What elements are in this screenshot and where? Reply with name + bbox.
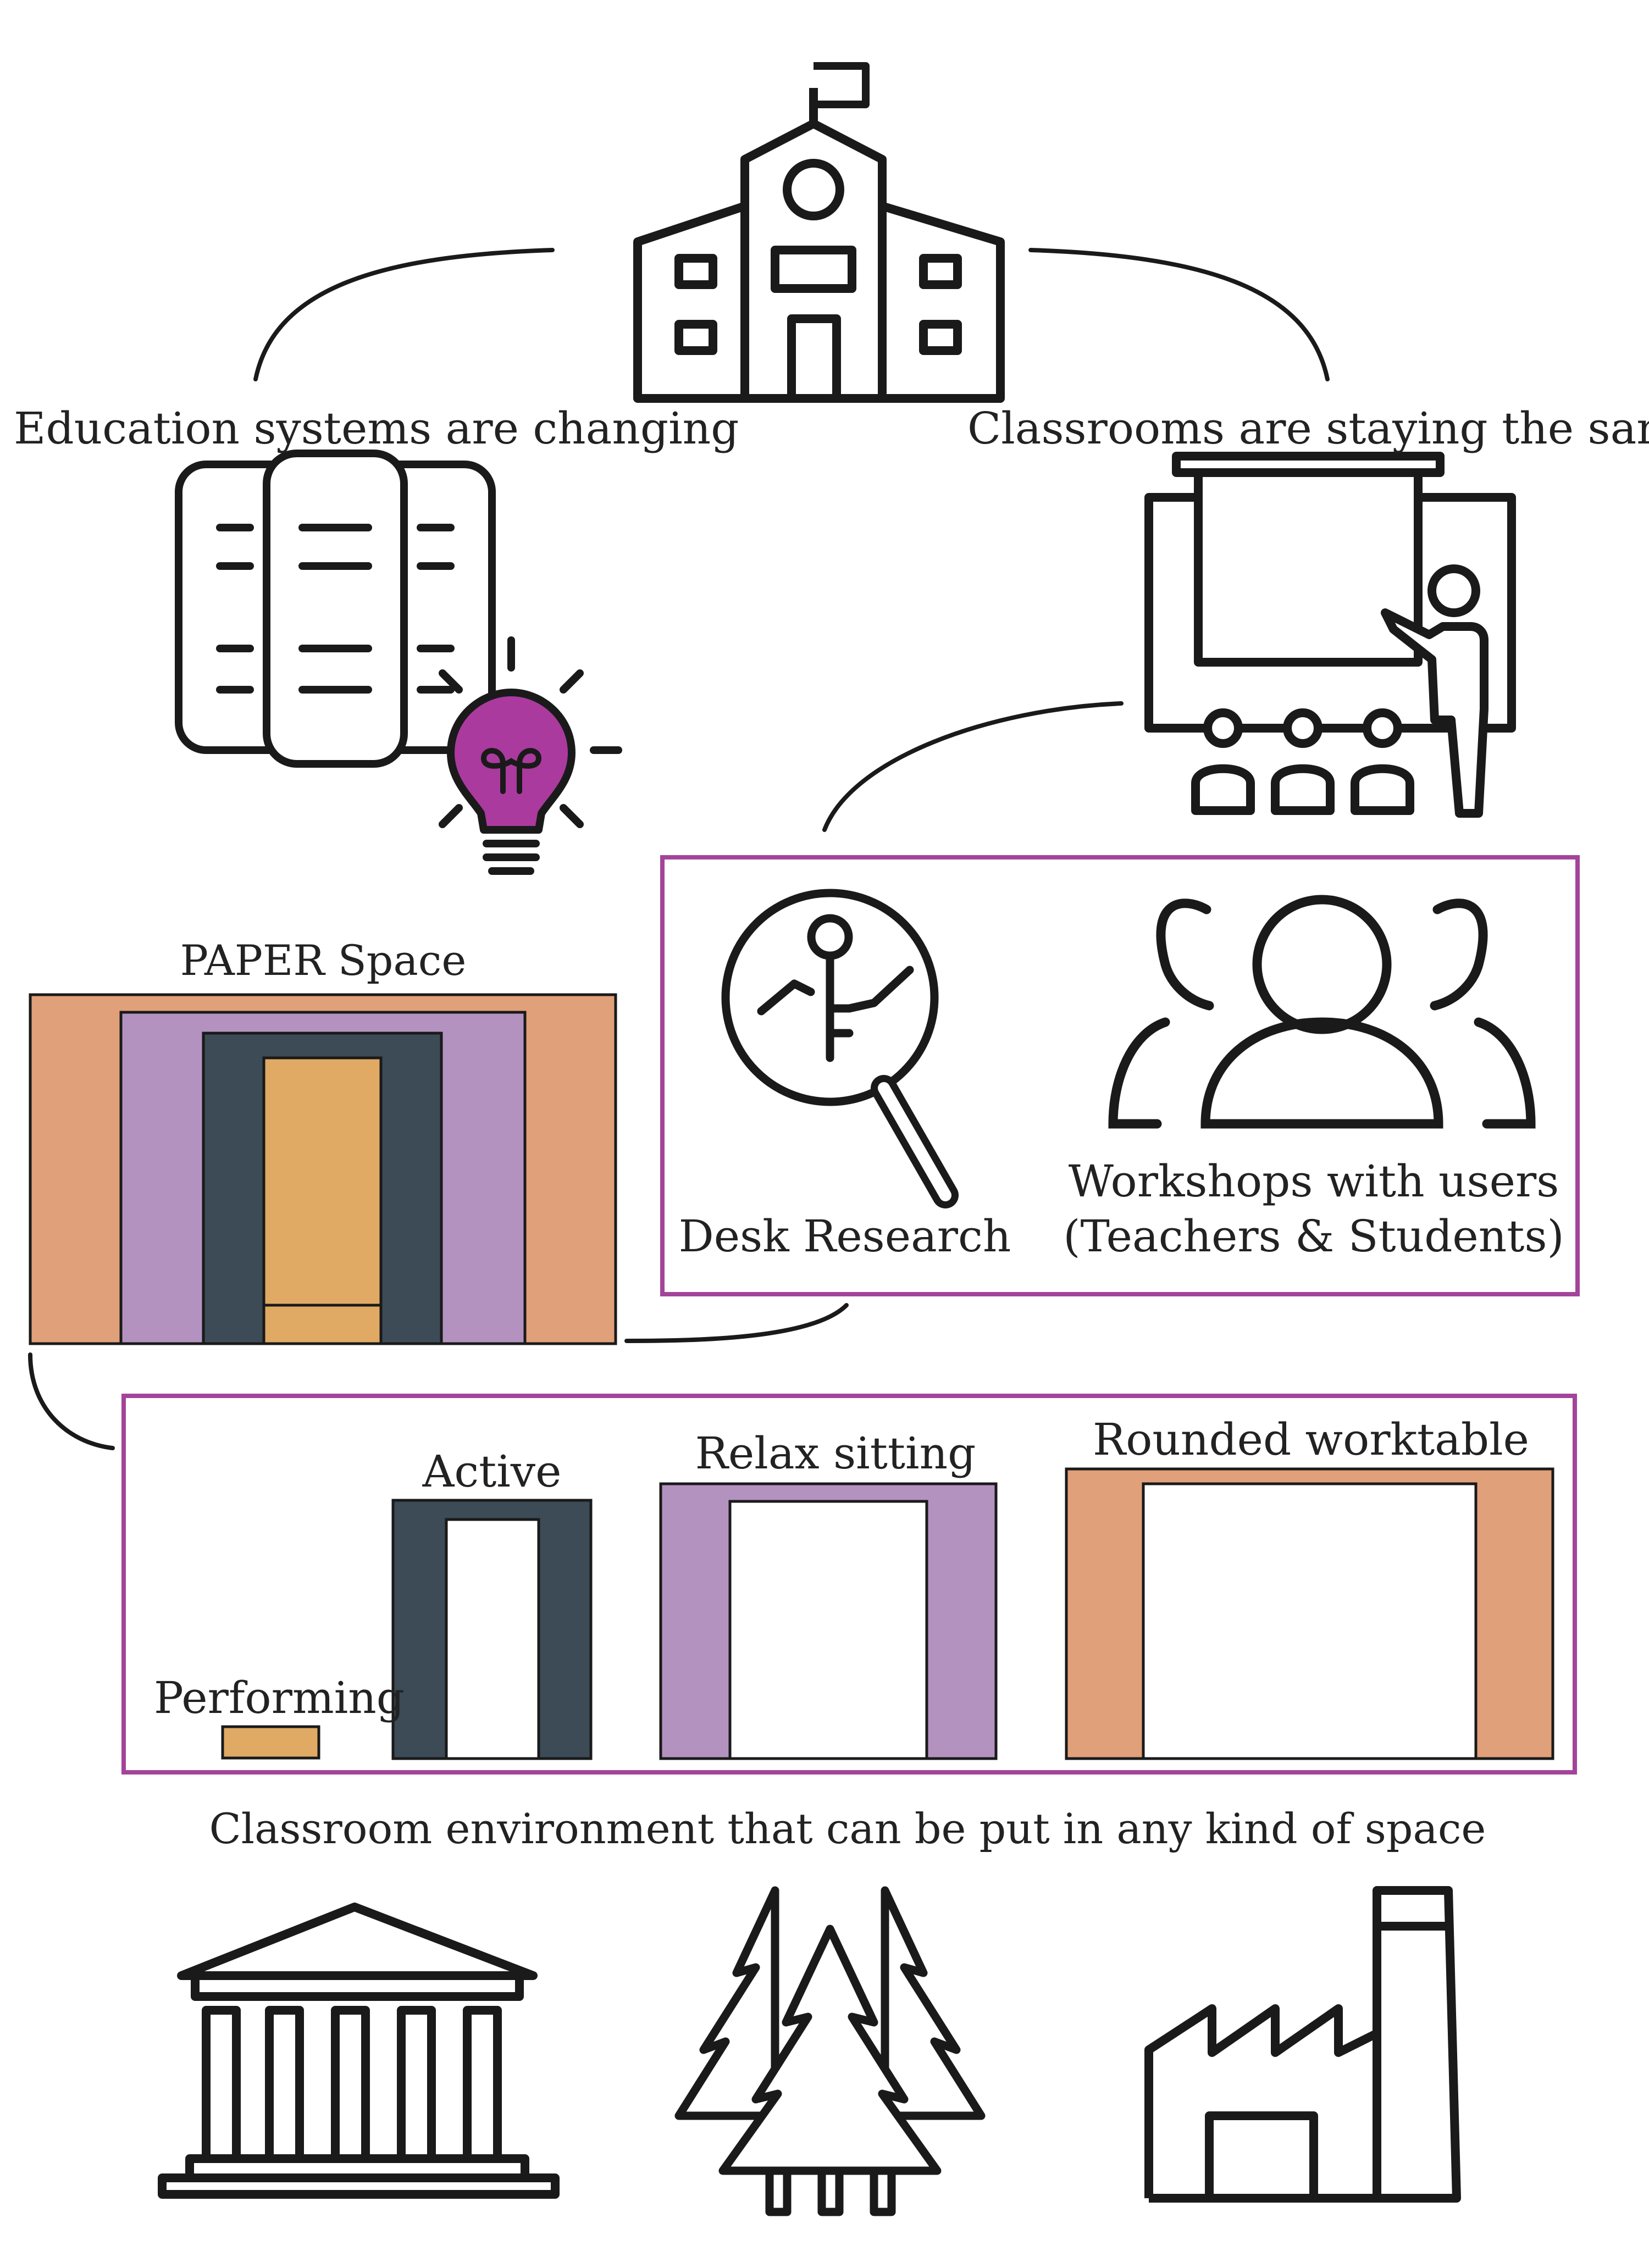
factory-icon [1144,1886,1461,2203]
paper-space-diagram [29,993,617,1345]
label-workshops-line1: Workshops with users [1068,1156,1559,1207]
users-group-icon [1108,895,1536,1129]
forest-icon [674,1886,986,2216]
relax-block-inner [728,1500,928,1760]
label-classrooms-same: Classrooms are staying the same [967,403,1649,454]
connector-research-to-paper [624,1303,849,1343]
connector-lines [28,248,1330,1450]
connector-paper-to-options [28,1352,115,1450]
label-education-changing: Education systems are changing [14,403,739,454]
space-options [221,1467,1554,1760]
documents-icon [175,450,496,768]
label-performing: Performing [154,1672,405,1723]
options-frame [121,1394,1577,1775]
active-block-inner [445,1518,540,1760]
connector-school-to-education [253,248,555,381]
lightbulb-icon [439,636,622,875]
magnifier-research-icon [721,889,959,1208]
label-active: Active [422,1446,562,1497]
connector-classroom-to-research [822,701,1124,832]
research-frame [660,855,1580,1296]
label-paper-space: PAPER Space [180,936,467,985]
worktable-block-inner [1142,1482,1478,1760]
paper-space-mustard [262,1056,383,1345]
label-workshops-line2: (Teachers & Students) [1063,1211,1564,1262]
teacher-classroom-icon [1144,452,1516,818]
label-desk-research: Desk Research [678,1211,1011,1262]
connector-school-to-classrooms [1028,248,1330,381]
label-rounded-worktable: Rounded worktable [1093,1414,1529,1465]
museum-icon [158,1903,560,2199]
school-building-icon [633,62,1005,403]
label-classroom-environment: Classroom environment that can be put in… [209,1804,1486,1853]
performing-block [221,1725,320,1760]
label-relax-sitting: Relax sitting [695,1428,976,1479]
